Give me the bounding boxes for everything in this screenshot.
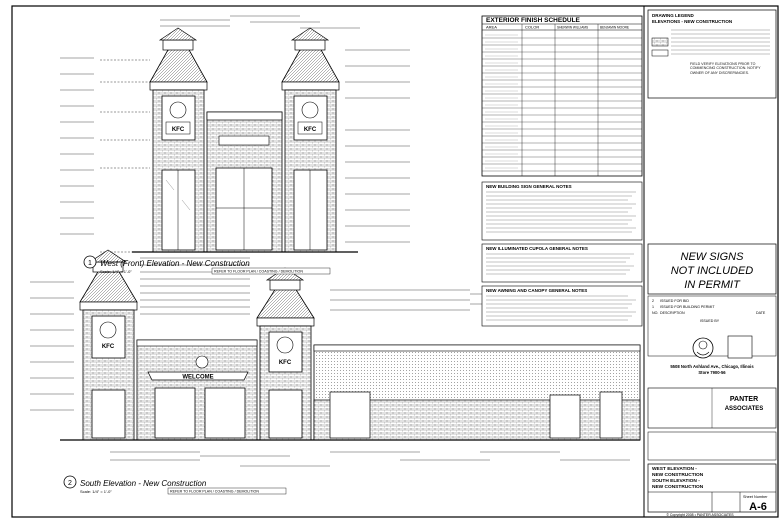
general-notes: [481, 181, 643, 327]
stamp-line1: NEW SIGNS: [681, 251, 745, 263]
west-view-bubble: [83, 255, 97, 269]
title-block: [647, 9, 777, 513]
rev-row1-no: 2: [652, 299, 654, 303]
west-left-tower: [149, 27, 208, 253]
south-leader-notes-left: [30, 281, 74, 411]
south-right-tower: [256, 267, 315, 441]
partner-logo: [727, 335, 753, 359]
legend-title: DRAWING LEGEND: [652, 13, 695, 18]
south-left-tower: [79, 249, 138, 441]
west-leader-notes-top: [160, 15, 360, 29]
rev-row1-desc: ISSUED FOR BID: [660, 299, 689, 303]
project-address: 5508 North Ashland Ave., Chicago, Illino…: [670, 364, 754, 369]
west-right-tower: [281, 27, 340, 253]
south-long-wall: [313, 344, 641, 441]
kfc-logo: [692, 337, 714, 359]
west-elevation: [60, 15, 410, 253]
notes-awning-title: NEW AWNING AND CANOPY GENERAL NOTES: [486, 288, 587, 293]
finish-schedule: [481, 15, 643, 177]
welcome-sign: WELCOME: [182, 375, 213, 381]
south-right-tower-sign: KFC: [279, 360, 292, 366]
sheet-title-1: WEST ELEVATION -: [652, 466, 697, 472]
west-right-tower-sign: KFC: [304, 127, 317, 133]
west-leader-notes-left: [60, 57, 94, 235]
rev-row2-no: 1: [652, 305, 654, 309]
south-elevation: [30, 249, 641, 467]
project-store: Store 7900-56: [698, 370, 726, 375]
sheet-number-label: Sheet Number: [743, 495, 768, 499]
south-ref-box: [167, 487, 287, 495]
sheet-number: A-6: [749, 501, 767, 513]
sheet-title-2: NEW CONSTRUCTION: [652, 472, 704, 478]
notes-cupola-title: NEW ILLUMINATED CUPOLA GENERAL NOTES: [486, 246, 588, 251]
west-leader-notes-right: [345, 49, 410, 243]
copyright: © Copyright 2008 • PANTER ASSOCIATES: [666, 513, 734, 517]
schedule-col-mfr1: SHERWIN WILLIAMS: [557, 26, 588, 30]
schedule-title: EXTERIOR FINISH SCHEDULE: [486, 17, 581, 24]
schedule-col-color: COLOR: [525, 25, 539, 30]
sheet-border: [11, 5, 779, 518]
west-ref-box: [211, 267, 331, 275]
firm-name-line2: ASSOCIATES: [725, 406, 764, 412]
west-left-tower-sign: KFC: [172, 127, 185, 133]
south-welcome-wall: [136, 339, 258, 441]
south-view-scale: Scale: 1/4" = 1'-0": [80, 489, 112, 494]
firm-name-line1: PANTER: [730, 396, 758, 403]
rev-row2-desc: ISSUED FOR BUILDING PERMIT: [660, 305, 715, 309]
south-view-number: 2: [68, 480, 72, 487]
west-view-title: West (Front) Elevation - New Constructio…: [100, 259, 250, 268]
notes-building-sign-title: NEW BUILDING SIGN GENERAL NOTES: [486, 184, 572, 189]
legend-note-wrap: FIELD VERIFY ELEVATIONS PRIOR TO COMMENC…: [690, 62, 761, 75]
west-view-ref: REFER TO FLOOR PLAN / COASTING / DEMOLIT…: [214, 270, 303, 274]
stamp-line3: IN PERMIT: [684, 279, 741, 291]
west-view-scale: Scale: 1/4" = 1'-0": [100, 269, 132, 274]
west-level-markers: [100, 59, 150, 253]
south-view-ref: REFER TO FLOOR PLAN / COASTING / DEMOLIT…: [170, 490, 259, 494]
south-left-tower-sign: KFC: [102, 344, 115, 350]
sheet-title-3: SOUTH ELEVATION -: [652, 478, 700, 484]
west-middle-wall: [206, 111, 283, 253]
rev-head-desc: DESCRIPTION: [660, 311, 685, 315]
legend-note: FIELD VERIFY ELEVATIONS PRIOR TO COMMENC…: [690, 62, 761, 75]
sheet-title-4: NEW CONSTRUCTION: [652, 484, 704, 490]
stamp-line2: NOT INCLUDED: [671, 265, 754, 277]
west-view-number: 1: [88, 260, 92, 267]
schedule-col-area: AREA: [486, 25, 497, 30]
rev-head-date: DATE: [756, 311, 766, 315]
schedule-col-mfr2: BENJAMIN MOORE: [600, 26, 629, 30]
rev-issued: ISSUED BY: [700, 319, 720, 323]
rev-head-no: NO.: [652, 311, 658, 315]
south-view-bubble: [63, 475, 77, 489]
south-leader-notes-bottom: [110, 451, 630, 467]
legend-subtitle: ELEVATIONS - NEW CONSTRUCTION: [652, 19, 732, 24]
south-view-title: South Elevation - New Construction: [80, 479, 207, 488]
